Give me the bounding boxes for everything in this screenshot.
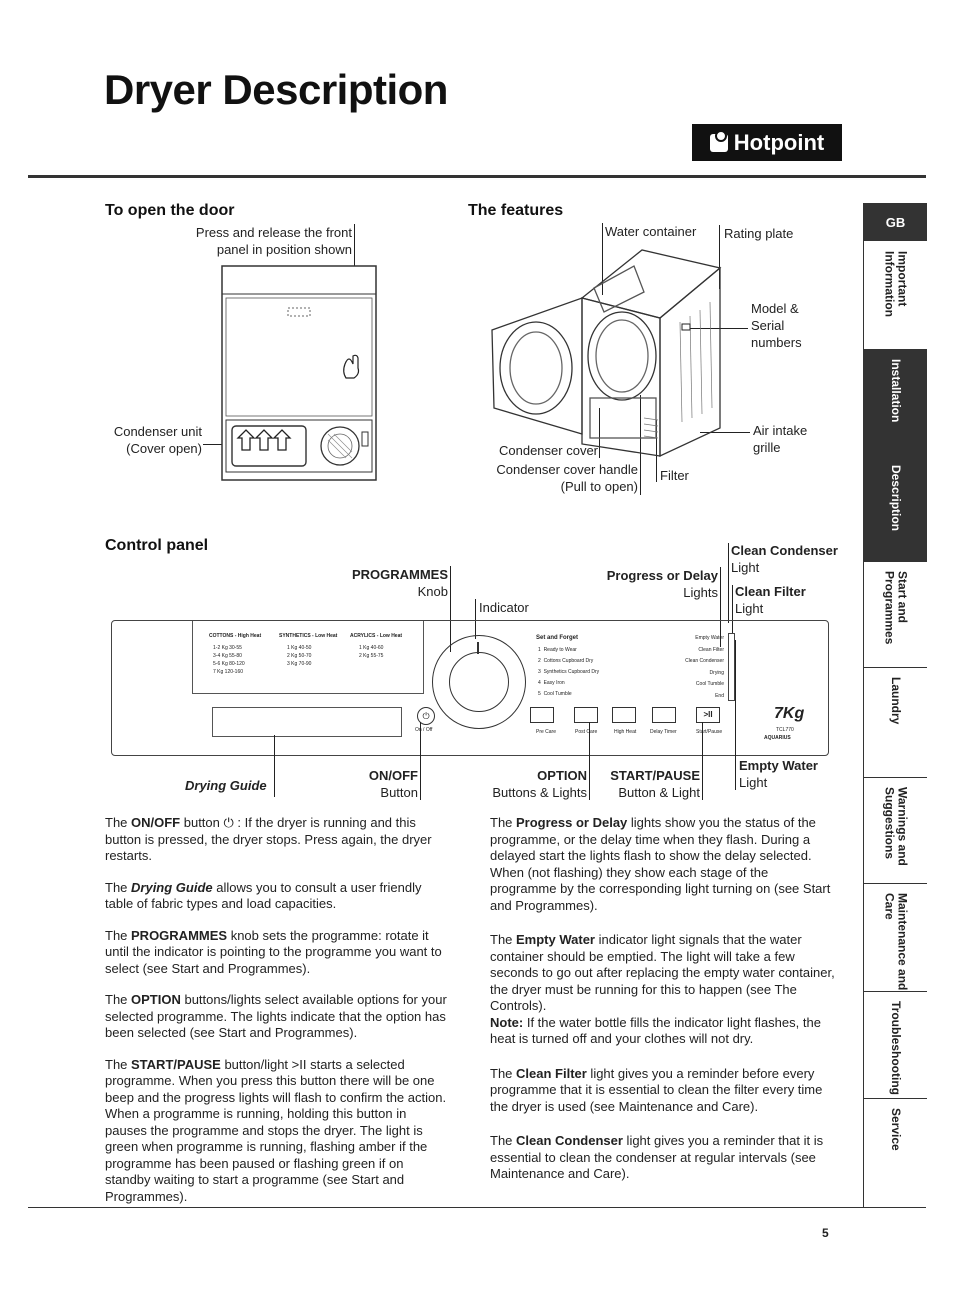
onoff-small-label: On / Off [415,727,433,733]
power-icon[interactable]: ⏻ [417,707,435,725]
set-forget-label: Set and Forget [536,635,579,641]
startpause-leader-line [702,722,703,800]
onoff-leader-line [420,722,421,800]
para-clean-filter: The Clean Filter light gives you a remin… [490,1065,823,1114]
programmes-leader-line [450,566,451,652]
hotpoint-logo: Hotpoint [692,124,842,161]
language-tab[interactable]: GB [864,203,927,241]
dryer-features-illustration [491,249,722,458]
para-start-pause: The START/PAUSE button/light >II starts … [105,1056,447,1204]
text-left-column: The ON/OFF button ⏻ : If the dryer is ru… [105,815,450,1205]
delay-timer-button[interactable] [652,707,676,723]
hotpoint-mark-icon [709,129,728,152]
capacity-badge: 7Kg [774,705,805,722]
tab-laundry[interactable]: Laundry [864,667,927,778]
post-care-button[interactable] [574,707,598,723]
brand-name: Hotpoint [733,129,825,155]
para-option: The OPTION buttons/lights select availab… [105,992,447,1040]
knob-indicator-icon [477,642,479,654]
model-leader-line [690,328,748,329]
section-sidebar: GB Important Information Installation De… [863,203,927,1207]
pre-care-button[interactable] [530,707,554,723]
lights-strip [728,633,735,701]
program-list: 1 Ready to Wear 2 Cottons Cupboard Dry 3… [538,647,600,697]
door-press-label: Press and release the front panel in pos… [195,225,352,257]
condenser-leader-line [203,444,239,445]
control-panel-heading: Control panel [105,537,209,554]
tab-warnings-and-suggestions[interactable]: Warnings and Suggestions [864,777,927,884]
page-number: 5 [822,1226,829,1240]
model-name: AQUARIUS [764,735,791,741]
progress-leader-line [720,567,721,647]
drying-guide-table: COTTONS - High Heat SYNTHETICS - Low Hea… [192,621,424,694]
filter-light-leader-line [732,585,733,633]
post-care-label: Post Care [575,729,598,735]
condenser-unit-label: Condenser unit (Cover open) [113,424,202,456]
para-empty-water: The Empty Water indicator light signals … [490,932,835,1013]
page-title: Dryer Description [104,66,448,113]
cover-leader-line [599,408,600,458]
header-rule [28,175,926,178]
handle-leader-line [640,395,641,495]
para-onoff: The ON/OFF button ⏻ : If the dryer is ru… [105,815,432,863]
para-clean-condenser: The Clean Condenser light gives you a re… [490,1133,824,1181]
para-drying-guide: The Drying Guide allows you to consult a… [105,879,422,912]
indicator-lights: Empty Water Clean Filter Clean Condenser… [685,635,724,699]
features-heading: The features [468,202,564,219]
tab-description[interactable]: Description [864,455,927,562]
option-leader-line [589,722,590,800]
dryer-front-illustration [221,265,377,481]
start-pause-small-label: Start/Pause [696,729,723,735]
tab-installation[interactable]: Installation [864,349,927,456]
pre-care-label: Pre Care [536,729,557,735]
water-leader-line [602,223,603,295]
drying-guide-drawer [212,707,402,737]
indicator-leader-line [475,599,476,639]
rating-plate-label: Rating plate [724,226,794,241]
door-heading: To open the door [105,202,235,219]
para-progress-delay: The Progress or Delay lights show you th… [490,815,831,913]
air-intake-label: Air intake grille [753,423,808,455]
tab-important-information[interactable]: Important Information [864,241,927,350]
model-number: TCL770 [776,727,794,733]
para-programmes: The PROGRAMMES knob sets the programme: … [105,927,442,976]
start-pause-button[interactable]: >II [696,707,720,723]
footer-rule [28,1207,926,1208]
air-leader-line [700,432,750,433]
empty-water-leader-line [735,640,736,790]
filter-label: Filter [660,468,689,483]
tab-troubleshooting[interactable]: Troubleshooting [864,991,927,1099]
tab-start-and-programmes[interactable]: Start and Programmes [864,561,927,668]
condenser-cover-label: Condenser cover [499,443,598,458]
water-container-label: Water container [605,224,697,239]
indicator-label: Indicator [479,600,529,615]
tab-service[interactable]: Service [889,1108,903,1151]
control-panel-drawing: COTTONS - High Heat SYNTHETICS - Low Hea… [111,620,829,756]
knob-dial [449,652,509,712]
drying-guide-label: Drying Guide [185,778,267,793]
tab-maintenance-and-care[interactable]: Maintenance and Care [864,883,927,992]
condenser-light-leader-line [728,543,729,623]
filter-leader-line [656,420,657,482]
para-note: Note: If the water bottle fills the indi… [490,1014,821,1047]
delay-timer-label: Delay Timer [650,729,677,735]
high-heat-label: High Heat [614,729,637,735]
condenser-handle-label: Condenser cover handle (Pull to open) [496,462,638,494]
rating-leader-line [719,225,720,289]
text-right-column: The Progress or Delay lights show you th… [490,815,835,1183]
drying-guide-leader-line [274,735,275,797]
high-heat-button[interactable] [612,707,636,723]
programmes-knob[interactable] [432,635,526,729]
model-serial-label: Model & Serial numbers [751,301,802,350]
